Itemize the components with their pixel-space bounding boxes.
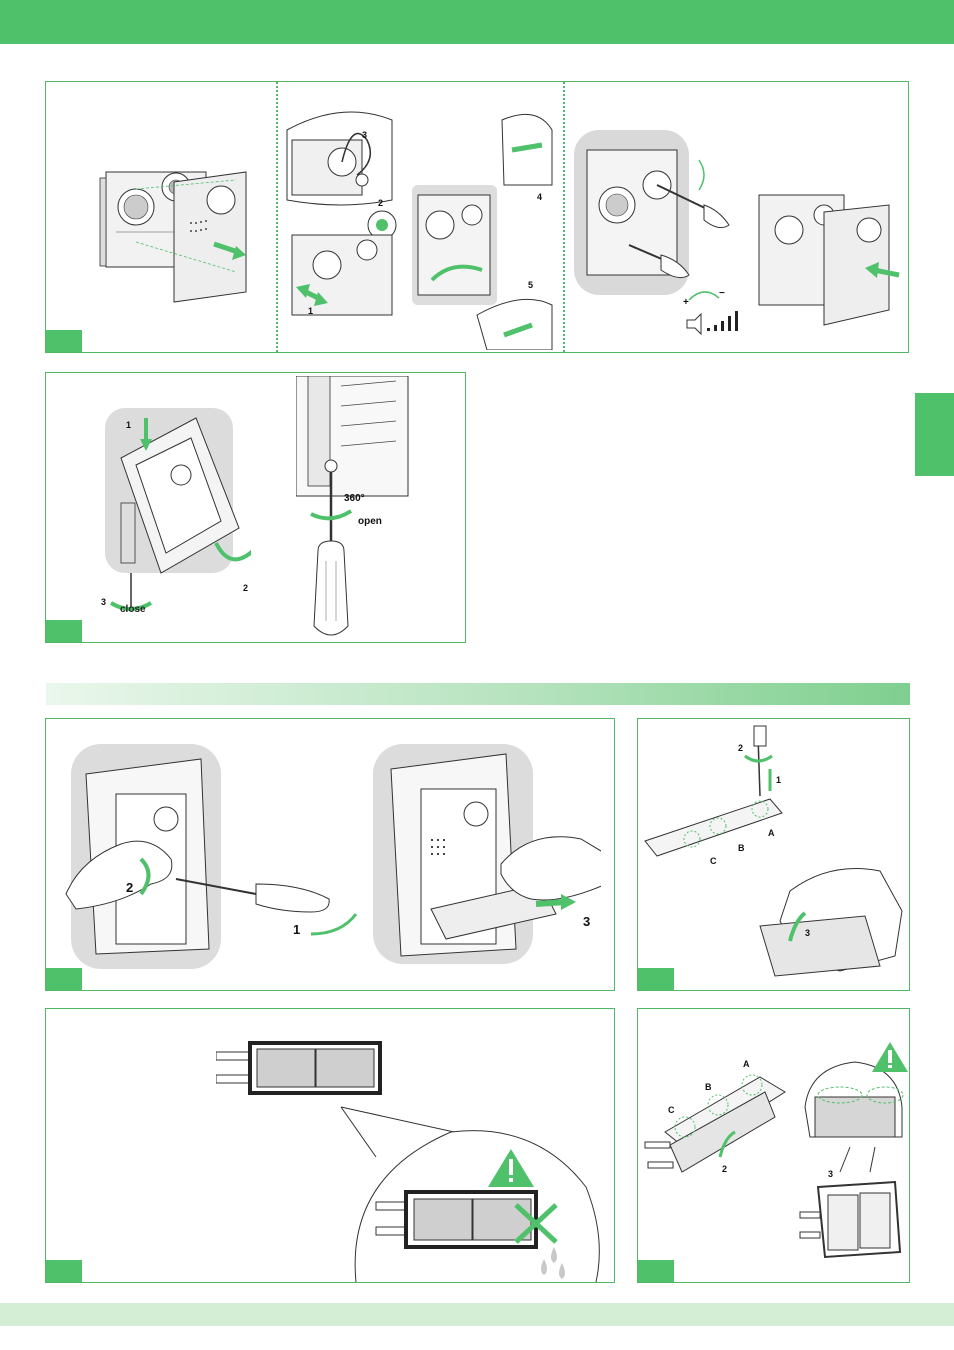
illustration-label-removal: 2 1 A B C 3 xyxy=(640,721,908,989)
label-open: open xyxy=(358,516,382,527)
label-step-lift: 3 xyxy=(805,928,810,938)
panel-corner-tab xyxy=(46,330,82,352)
label-step-rotate-front: 2 xyxy=(126,880,133,895)
label-step-screw-label: 2 xyxy=(738,743,743,753)
label-step-screw: 3 xyxy=(101,597,106,607)
label-step-cable: 3 xyxy=(362,130,367,140)
illustration-cable-detail: 3 2 1 4 5 xyxy=(282,100,557,350)
panel-corner-tab xyxy=(46,1260,82,1282)
panel-label-warning xyxy=(45,1008,615,1283)
warning-icon xyxy=(872,1042,908,1072)
label-step-grommet: 2 xyxy=(378,198,383,208)
panel-divider xyxy=(276,82,278,352)
volume-scale-icon: + − xyxy=(683,288,738,334)
label-step-press: 1 xyxy=(776,775,781,785)
section-side-tab xyxy=(915,393,954,476)
footer-bar xyxy=(0,1303,954,1326)
label-step-rotate: 2 xyxy=(243,583,248,593)
label-step-push: 1 xyxy=(126,420,131,430)
label-point-a: A xyxy=(768,828,775,838)
illustration-label-insertion: A B C 2 3 xyxy=(640,1037,908,1282)
svg-text:+: + xyxy=(683,297,689,308)
label-point-b-insert: B xyxy=(705,1082,712,1092)
panel-corner-tab xyxy=(46,620,82,642)
illustration-frame-close: 1 2 3 xyxy=(101,403,251,618)
illustration-label-card xyxy=(216,1037,616,1282)
illustration-front-removal: 2 1 3 xyxy=(61,734,601,984)
panel-divider xyxy=(563,82,565,352)
label-step-slide: 1 xyxy=(308,306,313,316)
label-point-a-insert: A xyxy=(743,1059,750,1069)
label-step-pull: 3 xyxy=(583,914,590,929)
panel-front-removal: 2 1 3 xyxy=(45,718,615,991)
illustration-volume-adjust: + − xyxy=(569,100,904,345)
label-step-press-insert: 2 xyxy=(722,1164,727,1174)
illustration-remove-front xyxy=(96,152,266,312)
label-step-lever: 1 xyxy=(293,922,300,937)
svg-text:−: − xyxy=(719,288,725,299)
panel-label-insertion: A B C 2 3 xyxy=(637,1008,910,1283)
label-point-c: C xyxy=(710,856,717,866)
label-close: close xyxy=(120,604,146,615)
label-step-detail: 3 xyxy=(828,1169,833,1179)
label-point-b: B xyxy=(738,843,745,853)
panel-frame-fixing: 1 2 3 close 360° open xyxy=(45,372,466,643)
panel-module-removal: 3 2 1 4 5 xyxy=(45,81,909,353)
illustration-frame-open: 360° open xyxy=(296,376,411,641)
label-angle: 360° xyxy=(344,493,365,504)
label-point-c-insert: C xyxy=(668,1105,675,1115)
panel-label-removal: 2 1 A B C 3 xyxy=(637,718,910,991)
label-step-bottom: 5 xyxy=(528,280,533,290)
section-gradient-bar xyxy=(46,683,910,705)
header-bar xyxy=(0,0,954,44)
label-step-top: 4 xyxy=(537,192,542,202)
